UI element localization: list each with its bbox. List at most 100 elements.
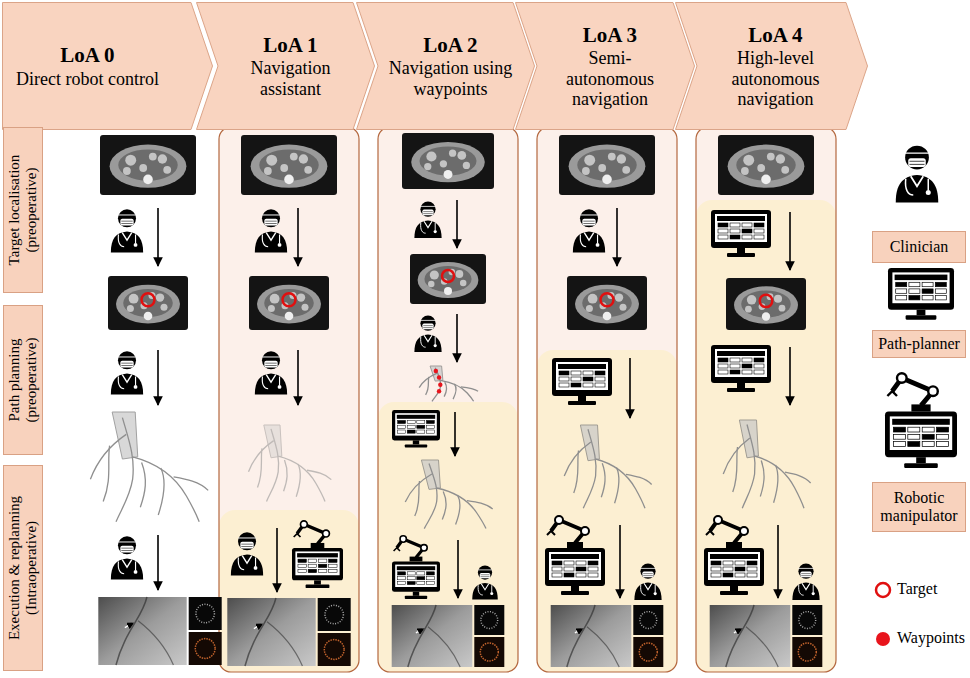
robot-icon (885, 412, 957, 468)
path-planner-icon (917, 310, 926, 316)
clinician-icon (122, 375, 132, 383)
vessel-tree (461, 387, 478, 391)
clinician-icon (424, 221, 432, 227)
path-planner-icon (711, 345, 771, 383)
clinician-icon (134, 243, 138, 247)
path-planner-icon (737, 383, 745, 388)
path-planner-icon (727, 253, 755, 257)
ct-scan (567, 276, 647, 330)
path-planner-icon (552, 358, 612, 405)
vessel-tree (785, 472, 811, 483)
vessel-tree (426, 377, 429, 395)
clinician-icon (424, 335, 432, 341)
clinician-icon (266, 375, 276, 383)
robot-icon (711, 573, 721, 577)
clinician-icon (905, 153, 929, 154)
clinician-icon (134, 570, 138, 574)
robot-icon (706, 531, 714, 535)
vessel-tree (723, 420, 810, 508)
clinician-icon (240, 542, 253, 549)
ct-scan (299, 154, 308, 163)
ct-scan (734, 286, 798, 323)
clinician-icon (262, 356, 280, 357)
intraoperative-imaging (710, 605, 791, 667)
robot-icon (308, 564, 317, 567)
clinician-icon (238, 532, 256, 550)
clinician-icon (414, 316, 441, 352)
path-planner-icon (906, 315, 937, 319)
clinician-icon (118, 209, 136, 227)
robot-icon (413, 592, 419, 596)
intraoperative-imaging (567, 605, 595, 667)
ct-scan (123, 167, 131, 175)
vessel-tree (723, 420, 810, 508)
clinician-icon (120, 361, 133, 368)
clinician-icon (118, 561, 135, 573)
clinician-icon (122, 560, 132, 568)
vessel-tree (424, 464, 437, 529)
intraoperative-imaging (551, 605, 664, 667)
clinician-icon (792, 564, 819, 600)
chevron-shape (516, 3, 695, 130)
clinician-icon (121, 221, 132, 223)
robot-icon (405, 596, 427, 599)
vessel-tree (258, 448, 263, 487)
intraoperative-imaging (254, 624, 263, 629)
path-planner-icon (417, 430, 425, 433)
clinician-icon (644, 583, 652, 589)
vessel-tree (438, 383, 442, 387)
vessel-tree (419, 366, 478, 401)
robot-icon (937, 442, 949, 447)
clinician-icon (264, 361, 277, 368)
ct-scan (718, 135, 814, 195)
robot-icon (714, 516, 722, 524)
intraoperative-imaging (195, 639, 215, 659)
intraoperative-imaging (575, 629, 583, 633)
intraoperative-imaging (710, 605, 823, 667)
clinician-icon (911, 176, 924, 186)
level-subtitle: Semi-autonomous navigation (545, 48, 675, 108)
intraoperative-imaging (116, 597, 147, 665)
level-panel (696, 127, 836, 672)
path-planner-icon (754, 364, 764, 368)
path-planner-icon (571, 383, 581, 387)
robot-icon (908, 434, 920, 439)
robot-icon (928, 386, 938, 396)
robot-icon (723, 567, 733, 571)
clinician-icon (118, 234, 135, 246)
robot-icon (545, 548, 605, 586)
clinician-icon (278, 385, 282, 389)
robot-icon (298, 559, 307, 562)
intraoperative-imaging (245, 598, 276, 666)
vessel-tree (278, 456, 325, 501)
ct-scan (418, 262, 479, 298)
ct-scan (116, 285, 180, 324)
clinician-icon (121, 548, 132, 550)
level-title: LoA 1 (263, 33, 317, 58)
clinician-icon (640, 564, 655, 579)
intraoperative-imaging (324, 640, 344, 660)
clinician-icon (906, 179, 929, 195)
clinician-icon (266, 233, 276, 241)
clinician-icon (580, 214, 598, 215)
robot-icon (395, 565, 437, 587)
ct-scan (268, 305, 275, 312)
robot-icon (893, 427, 905, 432)
clinician-icon (582, 219, 595, 226)
intraoperative-imaging (792, 637, 822, 667)
path-planner-icon (922, 296, 933, 300)
vessel-tree (444, 382, 447, 396)
clinician-icon (481, 575, 490, 577)
robot-icon (301, 521, 308, 528)
intraoperative-imaging (318, 598, 351, 631)
clinician-icon (798, 564, 813, 579)
robot-icon (730, 586, 738, 591)
robot-icon (908, 442, 920, 447)
path-planner-icon (896, 296, 907, 300)
ct-scan (449, 150, 456, 157)
path-planner-icon (417, 420, 425, 423)
intraoperative-imaging (799, 612, 816, 629)
robot-icon (922, 442, 934, 447)
ct-scan (264, 167, 272, 175)
robot-icon (407, 577, 415, 580)
